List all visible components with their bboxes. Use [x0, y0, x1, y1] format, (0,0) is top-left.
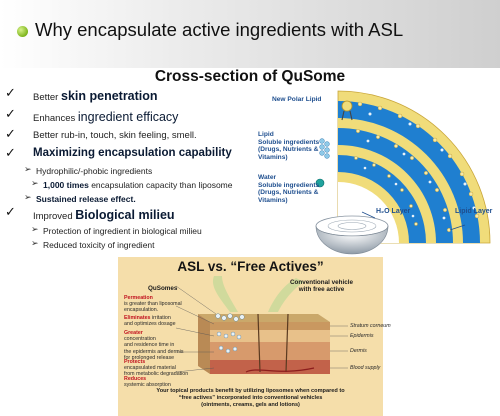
page-title: Why encapsulate active ingredients with …: [35, 19, 404, 40]
lipid-soluble-cluster: [319, 138, 330, 159]
bowl: [315, 225, 389, 255]
label-h2o-layer: H₂O Layer: [376, 208, 411, 215]
stratum-corneum-band: [210, 322, 330, 330]
checkmark-icon: ✓: [5, 205, 16, 220]
water-soluble-dots: [363, 112, 476, 220]
sub-protection: Protection of ingredient in biological m…: [43, 226, 202, 236]
checkmark-icon: ✓: [5, 107, 16, 122]
water-soluble-icon: [315, 178, 325, 188]
layer-stratum-corneum: Stratum corneum: [350, 323, 391, 329]
checkmark-icon: ✓: [5, 86, 16, 101]
sub-sustained: Sustained release effect.: [36, 194, 136, 204]
checkmark-icon: ✓: [5, 146, 16, 161]
benefit-skin-penetration: Better skin penetration: [33, 89, 158, 103]
benefit-efficacy: Enhances ingredient efficacy: [33, 110, 179, 124]
header-band: [0, 0, 500, 68]
checkmark-icon: ✓: [5, 127, 16, 142]
layer-epidermis: Epidermis: [350, 333, 374, 339]
blood-supply-band: [210, 360, 330, 374]
section-title: Cross-section of QuSome: [154, 68, 346, 85]
arrow-bullet-icon: ➢: [31, 225, 39, 235]
layer-blood-supply: Blood supply: [350, 365, 381, 371]
dermis-band: [210, 342, 330, 360]
arrow-bullet-icon: ➢: [31, 239, 39, 249]
polar-lipid-icon: [341, 100, 353, 121]
lipid-heads: [354, 101, 480, 232]
qusome-particles: [215, 313, 245, 354]
label-qusomes: QuSomes: [148, 285, 178, 292]
skin-layers-illustration: [175, 276, 348, 374]
panel-caption: Your topical products benefit by utilizi…: [156, 388, 345, 408]
arrow-bullet-icon: ➢: [24, 165, 32, 175]
bullet-dot-icon: [17, 26, 28, 37]
arrow-bullet-icon: ➢: [31, 179, 39, 189]
arrow-bullet-icon: ➢: [24, 193, 32, 203]
benefit-rub-in: Better rub-in, touch, skin feeling, smel…: [33, 130, 197, 141]
layer-dermis: Dermis: [350, 348, 367, 354]
qusome-cross-section-diagram: [315, 90, 491, 255]
sub-hydrophilic: Hydrophilic/-phobic ingredients: [36, 166, 153, 176]
benefit-milieu: Improved Biological milieu: [33, 208, 175, 222]
panel-title: ASL vs. “Free Actives”: [177, 259, 324, 274]
label-lipid-layer: Lipid Layer: [455, 208, 493, 215]
sub-capacity: 1,000 times encapsulation capacity than …: [43, 180, 233, 190]
benefit-encapsulation: Maximizing encapsulation capability: [33, 147, 232, 159]
label-new-polar-lipid: New Polar Lipid: [272, 96, 322, 103]
sub-toxicity: Reduced toxicity of ingredient: [43, 240, 155, 250]
